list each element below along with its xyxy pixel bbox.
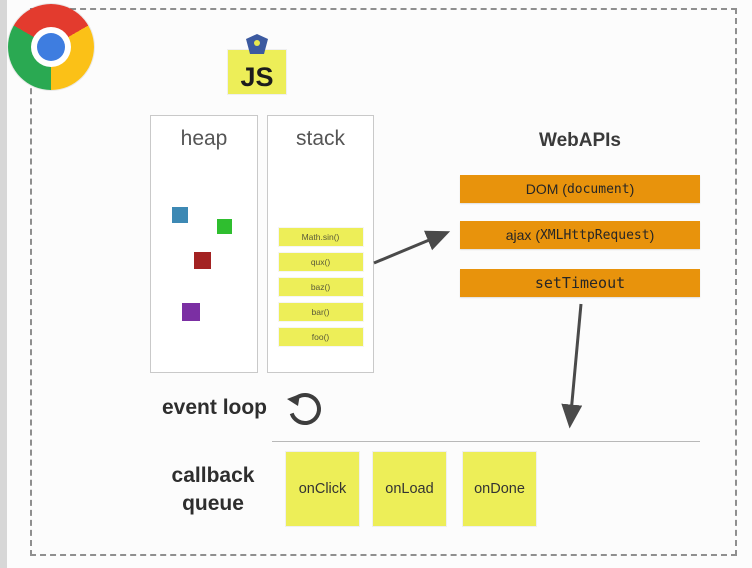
callback-queue-label-line2: queue xyxy=(182,492,244,515)
stack-title: stack xyxy=(295,127,345,150)
stack-frame: foo() xyxy=(278,328,363,346)
webapi-dom-prefix: DOM ( xyxy=(525,181,567,197)
heap-green-square xyxy=(217,219,232,234)
stack-frames: Math.sin() qux() baz() bar() foo() xyxy=(268,228,373,346)
chrome-logo-icon xyxy=(8,4,94,90)
webapi-ajax-code: XMLHttpRequest xyxy=(539,227,650,243)
callback-onclick-label: onClick xyxy=(298,481,347,497)
webapi-settimeout-code: setTimeout xyxy=(534,274,626,292)
webapis-title: WebAPIs xyxy=(538,130,621,151)
stack-frame: bar() xyxy=(278,303,363,321)
queue-divider-line xyxy=(272,441,700,442)
heap-blue-square xyxy=(172,207,188,223)
callback-queue-label: callback queue xyxy=(146,462,280,518)
callback-ondone-label: onDone xyxy=(474,481,525,497)
heap-red-square xyxy=(194,252,211,269)
callback-onload-label: onLoad xyxy=(385,481,434,497)
stack-panel: stack Math.sin() qux() baz() bar() foo() xyxy=(267,115,374,373)
js-crest-icon xyxy=(246,34,268,54)
webapi-dom-suffix: ) xyxy=(629,181,635,197)
callback-ondone-box: onDone xyxy=(463,452,536,526)
js-logo: JS xyxy=(228,50,286,94)
heap-title: heap xyxy=(180,127,228,150)
callback-onclick-box: onClick xyxy=(286,452,359,526)
webapi-dom-bar: DOM (document) xyxy=(460,175,700,203)
event-loop-cycle-icon xyxy=(287,393,321,425)
webapi-ajax-prefix: ajax ( xyxy=(505,227,540,243)
webapi-dom-code: document xyxy=(566,181,630,197)
stack-frame: Math.sin() xyxy=(278,228,363,246)
heap-panel: heap xyxy=(150,115,258,373)
screen-edge xyxy=(0,0,7,568)
webapi-ajax-suffix: ) xyxy=(649,227,655,243)
js-logo-label: JS xyxy=(240,62,274,92)
heap-purple-square xyxy=(182,303,200,321)
event-loop-label: event loop xyxy=(162,396,268,419)
webapi-settimeout-bar: setTimeout xyxy=(460,269,700,297)
stack-frame: qux() xyxy=(278,253,363,271)
callback-onload-box: onLoad xyxy=(373,452,446,526)
webapi-ajax-bar: ajax (XMLHttpRequest) xyxy=(460,221,700,249)
browser-boundary xyxy=(30,8,737,556)
stack-frame: baz() xyxy=(278,278,363,296)
callback-queue-label-line1: callback xyxy=(171,464,255,487)
